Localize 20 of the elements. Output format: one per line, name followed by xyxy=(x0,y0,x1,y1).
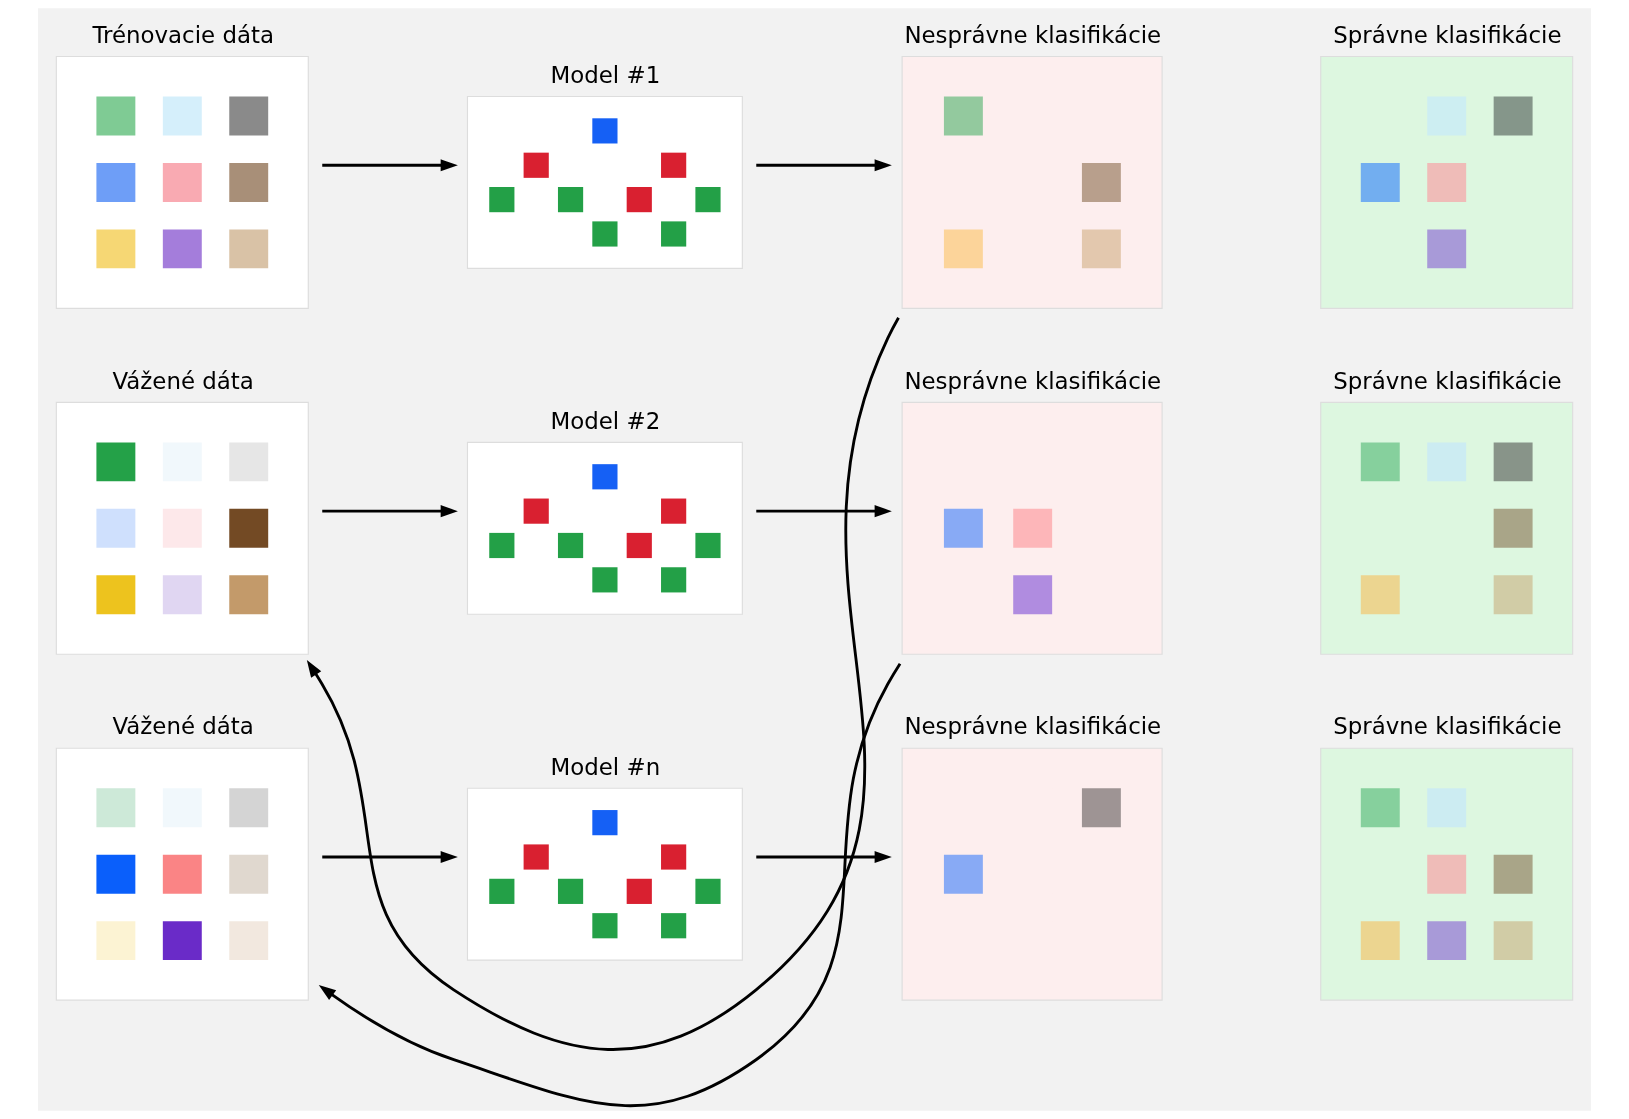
node-label: Vážené dáta xyxy=(112,713,254,740)
node-label: Trénovacie dáta xyxy=(92,21,274,48)
node-label: Model #n xyxy=(550,753,661,780)
node-label: Vážené dáta xyxy=(112,367,254,394)
node-label: Správne klasifikácie xyxy=(1333,367,1562,394)
arrow xyxy=(756,851,892,864)
arrow xyxy=(756,159,892,172)
arrow xyxy=(318,663,902,1107)
node-label: Nesprávne klasifikácie xyxy=(904,367,1162,394)
node-label: Správne klasifikácie xyxy=(1333,21,1562,48)
arrow xyxy=(322,505,458,518)
node-label: Nesprávne klasifikácie xyxy=(904,21,1162,48)
node-label: Správne klasifikácie xyxy=(1333,713,1562,740)
node-label: Nesprávne klasifikácie xyxy=(904,713,1162,740)
arrow xyxy=(322,159,458,172)
arrow xyxy=(306,317,900,1051)
arrow xyxy=(756,505,892,518)
arrow xyxy=(322,851,458,864)
node-label: Model #1 xyxy=(550,61,661,88)
node-label: Model #2 xyxy=(550,407,661,434)
